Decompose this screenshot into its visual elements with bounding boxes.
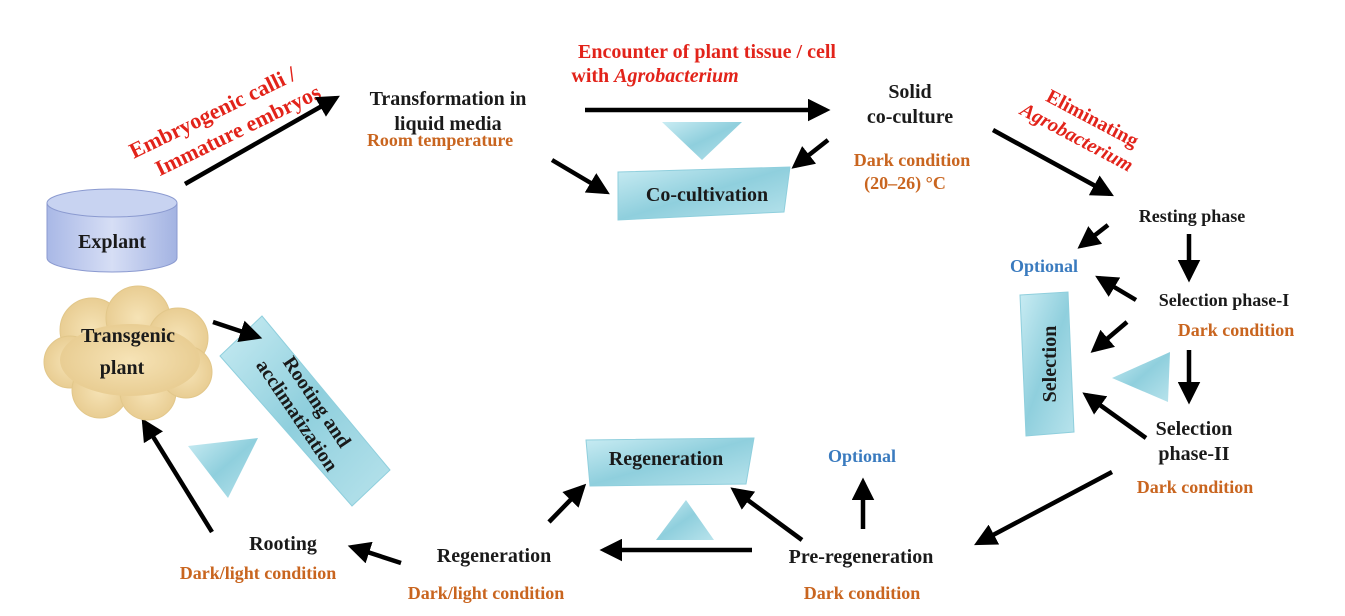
transformation-label-line2: liquid media [394,113,501,135]
arrow-selection2-to-preregeneration [974,470,1114,546]
cocultivation-box [617,166,791,221]
selection-box [1019,291,1075,437]
selection-phase2-line1: Selection [1156,418,1233,440]
arrow-solid-to-resting [991,128,1114,197]
arrow-solid-to-cocultivation [791,138,830,169]
cocultivation-label: Co-cultivation [646,184,768,206]
transgenic-label-line1: Transgenic [81,325,175,347]
dark-condition-temp-line2: (20–26) °C [864,173,946,194]
room-temperature-label: Room temperature [367,130,513,150]
transgenic-plant-cloud [43,285,213,421]
arrow-rooting-to-transgenic [141,418,214,534]
arrow-regeneration-to-rooting [347,541,402,566]
triangle-encounter [662,122,742,160]
optional-top-label: Optional [1010,256,1078,276]
rooting-label: Rooting [249,533,317,555]
selection-phase1-condition: Dark condition [1178,320,1295,340]
arrow-transformation-to-cocultivation [550,158,610,195]
explant-label: Explant [78,231,146,253]
selection-phase2-line2: phase-II [1158,443,1229,465]
regeneration-label: Regeneration [437,545,551,567]
triangle-regeneration [656,500,714,540]
arrow-regeneration-to-regenerationbox [547,483,587,524]
regeneration-box [585,437,755,487]
pre-regeneration-label: Pre-regeneration [789,546,934,568]
selection-phase2-condition: Dark condition [1137,477,1254,497]
triangle-rooting [188,438,258,498]
pre-regeneration-condition: Dark condition [804,583,921,603]
regeneration-box-label: Regeneration [609,448,723,470]
transformation-label-line1: Transformation in [370,88,527,110]
arrow-selection1-to-selectionbox [1090,320,1129,353]
eliminating-label-group: Eliminating Agrobacterium [1015,85,1142,176]
arrow-selection2-to-selectionbox [1082,392,1148,440]
selection-box-label: Selection [1039,326,1061,403]
dark-condition-temp-line1: Dark condition [854,150,971,170]
solid-label-line1: Solid [888,81,931,103]
arrow-preregeneration-to-regenerationbox [730,487,804,542]
optional-bottom-label: Optional [828,446,896,466]
arrow-transgenic-to-rooting-box [212,319,263,342]
regeneration-condition: Dark/light condition [408,583,565,603]
triangle-selection [1112,352,1170,402]
selection-phase1-label: Selection phase-I [1159,290,1290,310]
encounter-label-line1: Encounter of plant tissue / cell [578,41,836,63]
resting-phase-label: Resting phase [1139,206,1246,226]
transgenic-label-line2: plant [100,357,145,379]
solid-label-line2: co-culture [867,106,953,128]
rooting-condition: Dark/light condition [180,563,337,583]
encounter-label-line2: with Agrobacterium [571,65,738,87]
arrow-selection1-to-optional [1095,275,1138,302]
arrow-resting-to-optional [1077,223,1110,249]
explant-cylinder [46,188,178,273]
arrow-explant-to-transformation [183,95,340,186]
